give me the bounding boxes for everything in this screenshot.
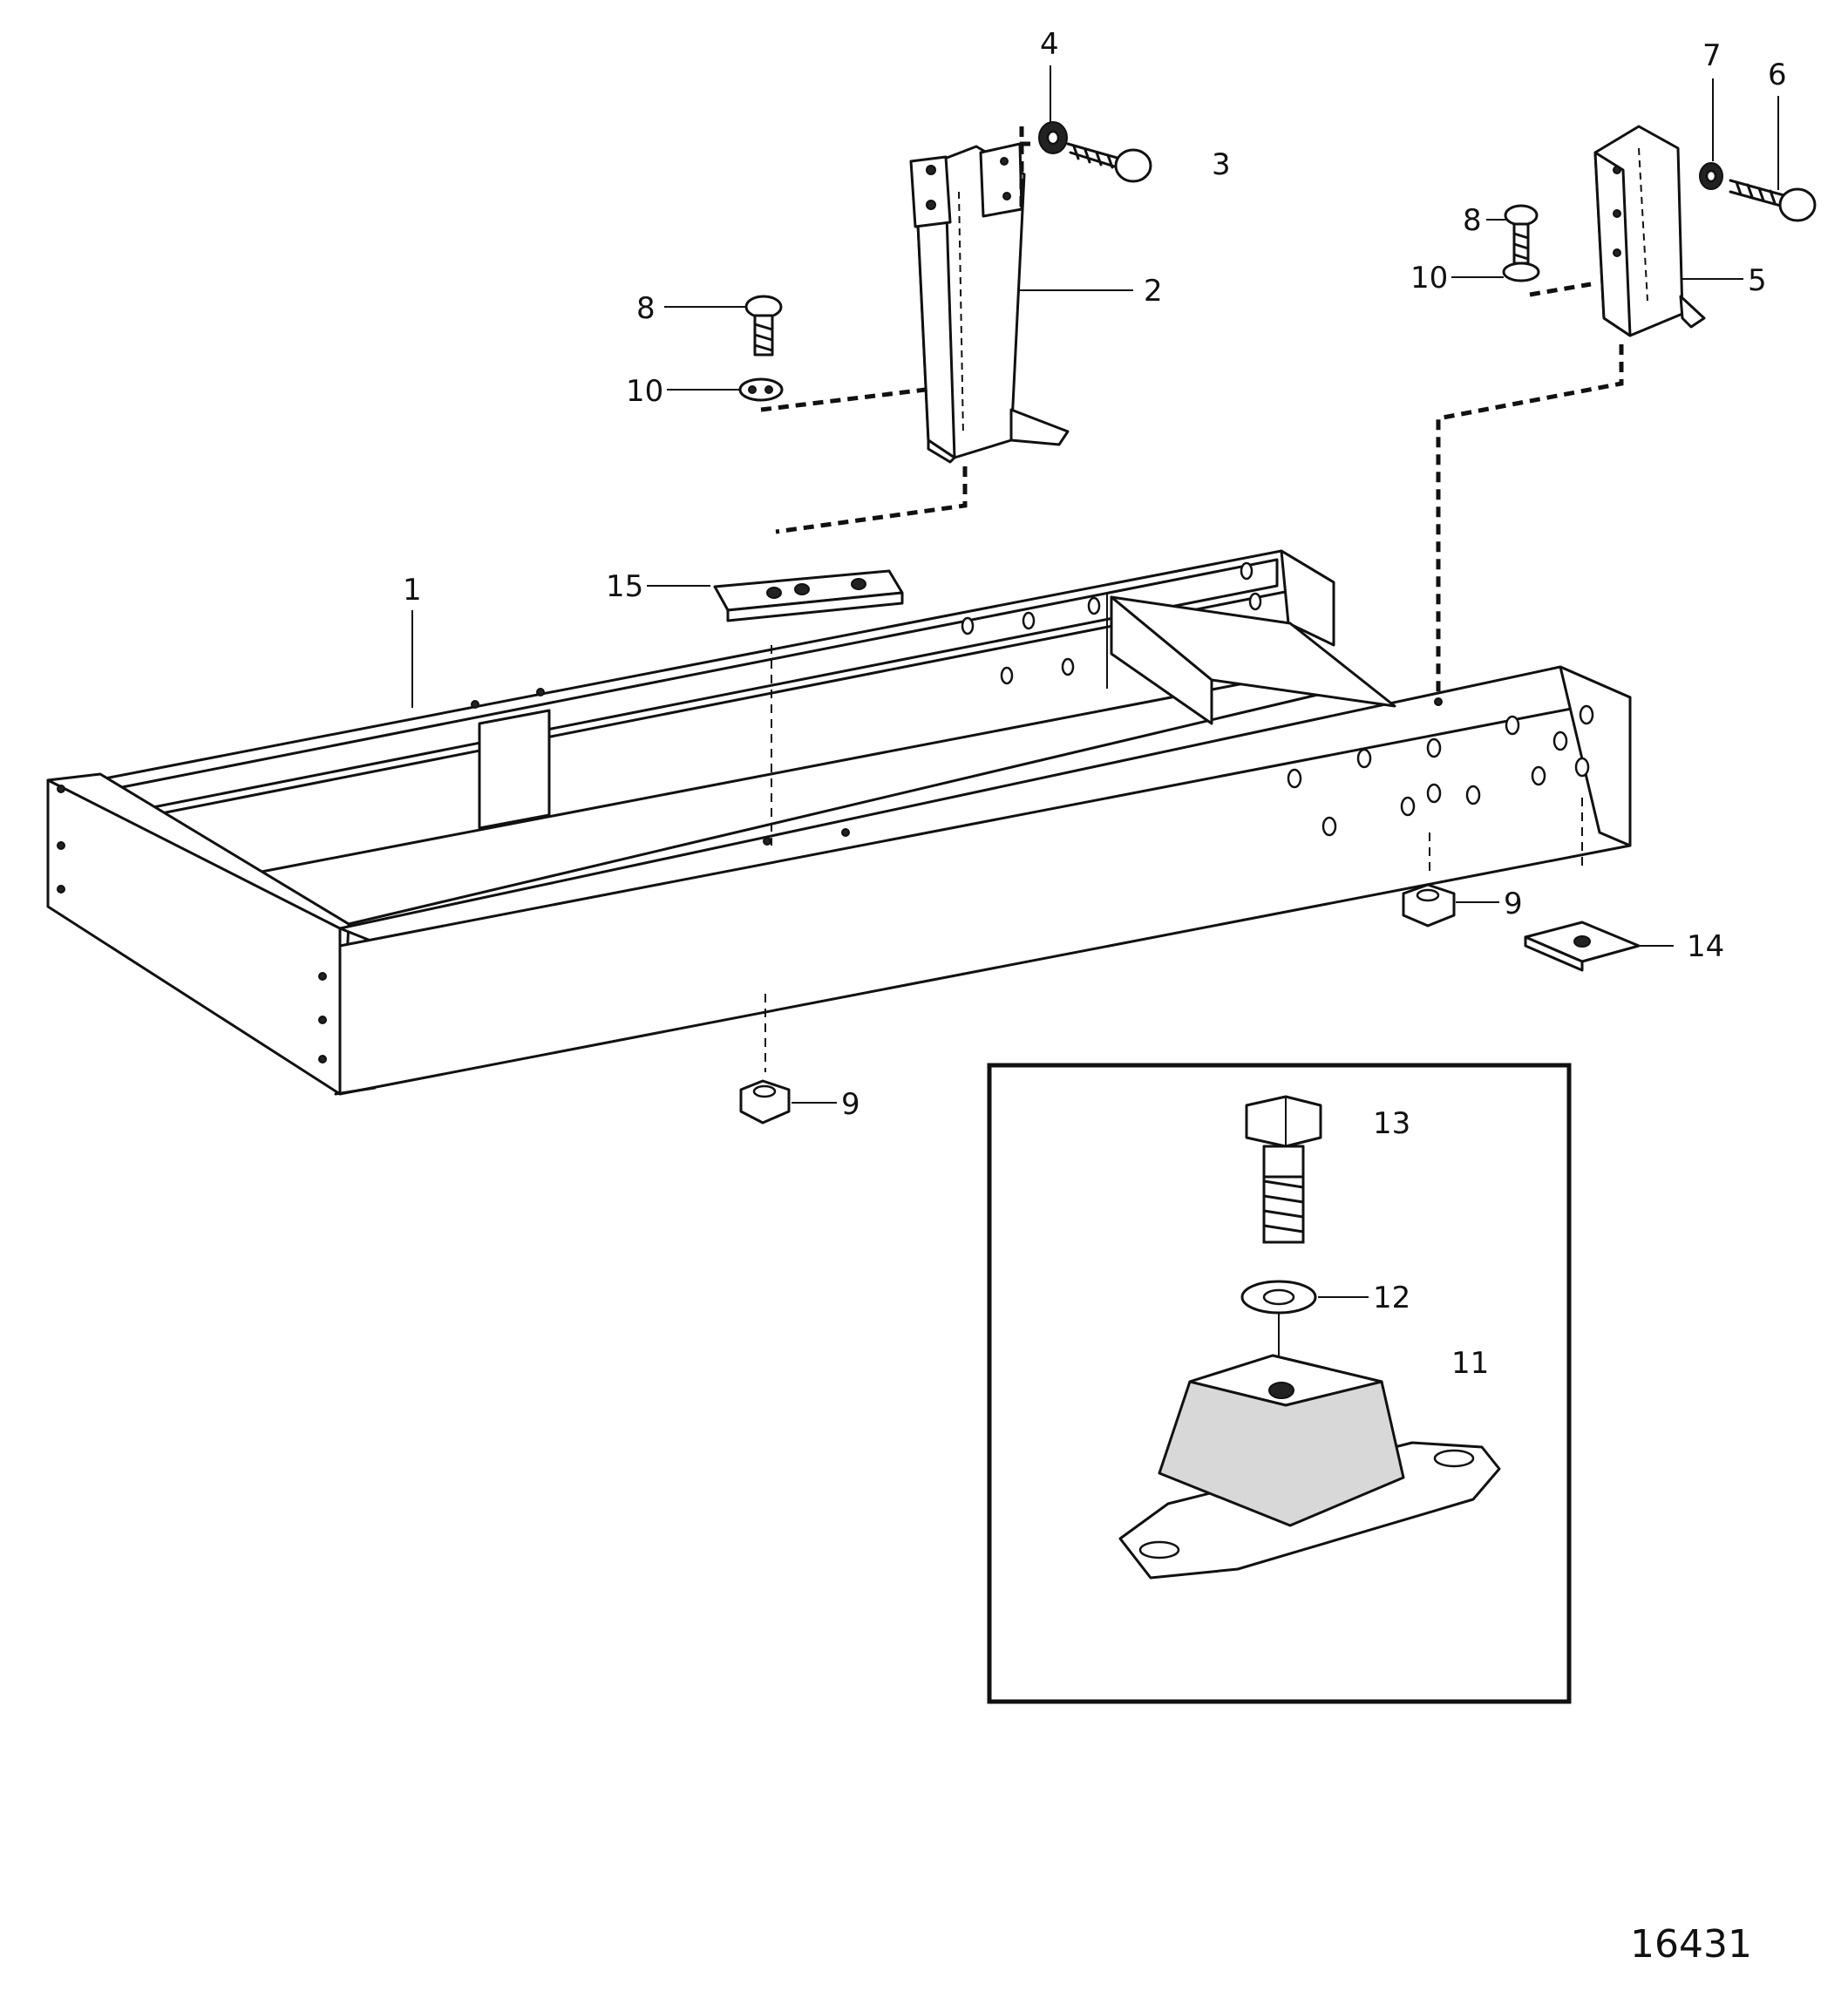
nut-9-left	[739, 1079, 791, 1125]
label-8-right: 8	[1463, 203, 1482, 238]
label-12: 12	[1373, 1281, 1410, 1315]
bolt-6	[1699, 162, 1817, 222]
plate-15	[713, 569, 904, 622]
washer-10-left	[738, 377, 784, 402]
label-11: 11	[1451, 1346, 1489, 1381]
label-10-right: 10	[1410, 261, 1448, 296]
bolt-8-left	[744, 295, 783, 357]
washer-12	[1240, 1280, 1317, 1315]
label-8-left: 8	[636, 291, 656, 326]
engine-bed-frame	[46, 549, 1632, 1096]
frame-holes	[57, 561, 1594, 1063]
plate-14	[1524, 921, 1641, 972]
rubber-mount-11	[1118, 1354, 1501, 1580]
label-5: 5	[1748, 263, 1767, 298]
label-3: 3	[1212, 147, 1231, 182]
label-13: 13	[1373, 1106, 1410, 1141]
label-2: 2	[1144, 274, 1163, 309]
label-10-left: 10	[626, 374, 663, 409]
label-1: 1	[403, 573, 422, 608]
label-7: 7	[1702, 38, 1722, 73]
leader-lines	[411, 65, 1779, 1298]
drawing-number: 16431	[1630, 1922, 1752, 1967]
nut-9-right	[1402, 883, 1456, 928]
bolt-3	[1019, 121, 1152, 209]
label-14: 14	[1687, 929, 1724, 964]
engine-bracket-left	[909, 142, 1070, 464]
inset-rubber-mount-box	[987, 1063, 1572, 1704]
engine-bracket-right	[1593, 125, 1706, 337]
label-4: 4	[1040, 27, 1059, 62]
bolt-13	[1245, 1095, 1322, 1244]
part-labels: 1 2 3 4 5 6 7 8 8 10 10 15 9 9 14 13 12 …	[403, 27, 1787, 1381]
label-9-left: 9	[841, 1087, 860, 1122]
label-6: 6	[1768, 58, 1787, 92]
label-15: 15	[606, 569, 643, 604]
label-9-right: 9	[1504, 887, 1523, 921]
washer-10-right	[1502, 262, 1540, 282]
bolt-8-right	[1504, 204, 1539, 265]
